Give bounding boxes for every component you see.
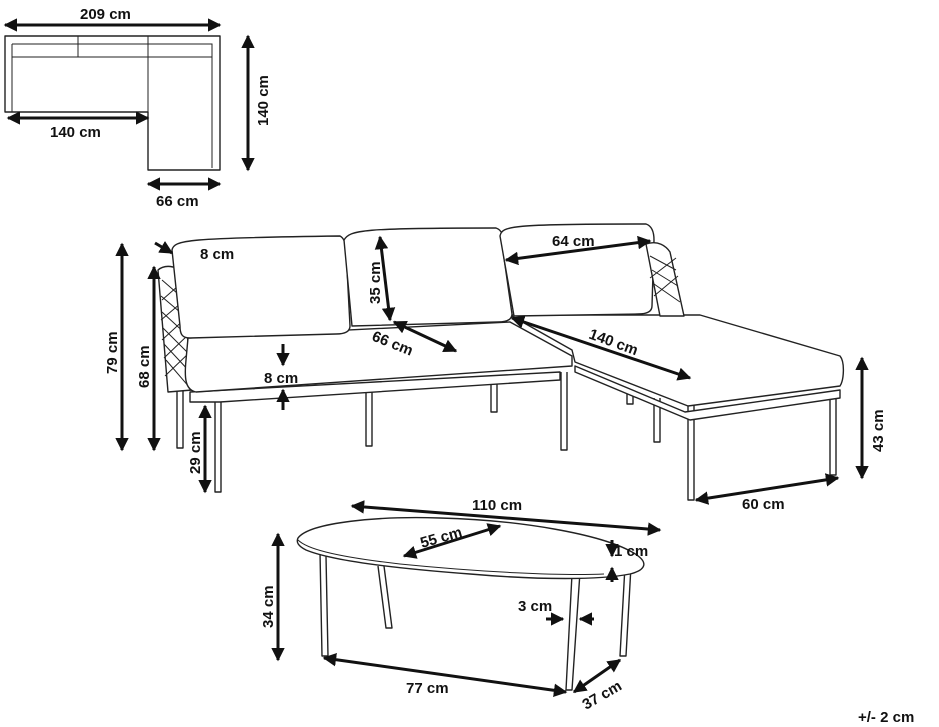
label-43: 43 cm [870, 409, 887, 452]
label-110: 110 cm [472, 497, 522, 514]
label-79: 79 cm [104, 331, 121, 374]
label-68: 68 cm [136, 345, 153, 388]
label-60: 60 cm [742, 496, 785, 513]
dim-line-140-chaise [510, 315, 692, 381]
label-8-seat: 8 cm [264, 370, 298, 387]
tolerance-note: +/- 2 cm [858, 709, 914, 726]
label-64: 64 cm [552, 233, 595, 250]
label-209: 209 cm [80, 6, 131, 23]
label-66-top: 66 cm [156, 193, 199, 210]
label-140-top: 140 cm [255, 75, 272, 126]
coffee-table-drawing [296, 516, 645, 691]
dim-line-55 [402, 523, 502, 559]
label-29: 29 cm [187, 431, 204, 474]
dim-line-35 [374, 235, 396, 322]
label-140-sofa: 140 cm [50, 124, 101, 141]
dim-line-110 [350, 500, 662, 536]
dim-line-60 [694, 473, 840, 505]
dim-line-8-back [154, 241, 174, 255]
label-35: 35 cm [367, 261, 384, 304]
sofa-drawing [157, 223, 845, 501]
dim-line-66-seat [392, 320, 458, 353]
dim-line-77 [322, 653, 568, 697]
label-34: 34 cm [260, 585, 277, 628]
label-8-back: 8 cm [200, 246, 234, 263]
label-77: 77 cm [406, 680, 449, 697]
top-view-plan [4, 35, 221, 171]
label-1: 1 cm [614, 543, 648, 560]
dim-line-64 [504, 235, 652, 266]
label-3: 3 cm [518, 598, 552, 615]
dim-line-37 [572, 658, 622, 694]
